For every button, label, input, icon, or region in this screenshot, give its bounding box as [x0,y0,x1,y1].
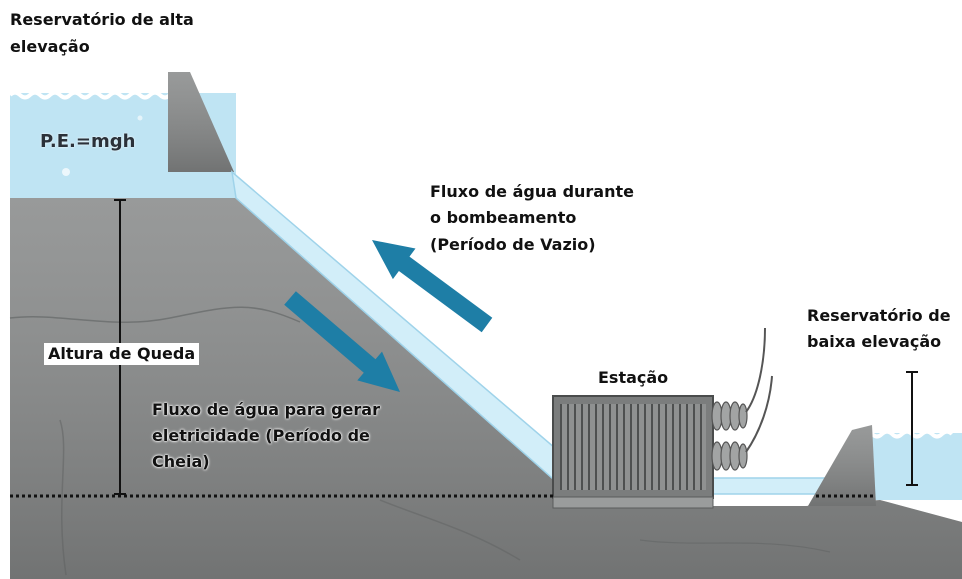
concrete-crack [639,539,831,553]
lower-reservoir-label-line-2: baixa elevação [807,332,942,351]
concrete-crack [9,306,301,323]
pumping-flow-label-line-1: Fluxo de água durante [430,182,634,201]
generating-flow-label-line-3: Cheia) [152,452,210,471]
station-base [552,496,714,509]
terrain-shade [10,198,962,579]
generating-flow-label-line-1: Fluxo de água para gerar [152,400,380,419]
power-cable [745,375,773,453]
water-bubble [137,115,143,121]
head-label: Altura de Queda [44,343,200,365]
lower-reservoir-wave [860,429,954,439]
generating-flow-label-line-2: eletricidade (Período de [152,426,370,445]
power-cable [745,327,766,413]
pumping-flow-label-line-2: o bombeamento [430,208,577,227]
pumping-flow-label-line-3: (Período de Vazio) [430,235,596,254]
upper-reservoir-label-line-2: elevação [10,37,90,56]
station-label: Estação [598,368,669,387]
upper-dam-shade [168,72,234,172]
potential-energy-formula: P.E.=mgh [40,131,136,152]
generator-coil [738,403,748,429]
lower-dam-shade [808,425,876,506]
upper-reservoir-label-line-1: Reservatório de alta [10,10,194,29]
generating-flow-arrow [284,291,400,392]
water-bubble [62,168,70,176]
upper-reservoir-wave [8,90,172,100]
generator-coil [738,443,748,469]
concrete-crack [379,499,521,561]
station-grille [560,404,706,490]
lower-reservoir-label-line-1: Reservatório de [807,306,951,325]
pumping-flow-arrow [372,240,493,333]
concrete-crack [59,419,67,576]
